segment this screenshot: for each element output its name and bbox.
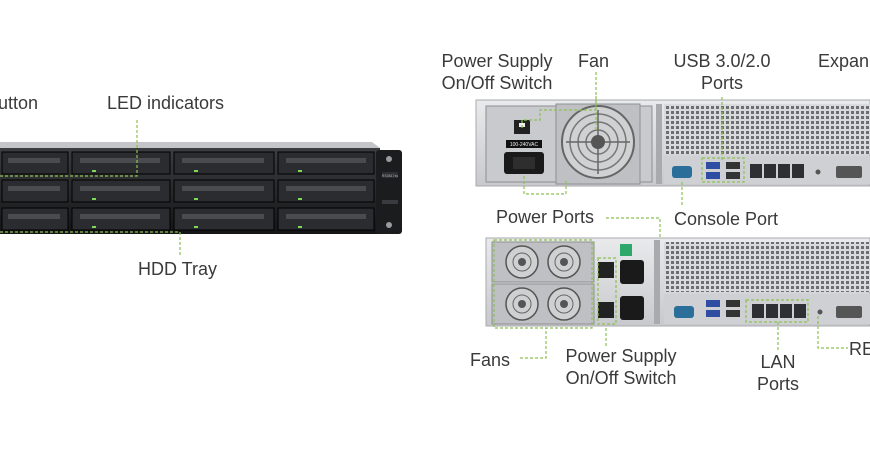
reset-button-bottom [817,309,823,315]
reset-label: RE [849,339,870,359]
expansion-port-top [836,166,862,178]
hdd-tray-callout [0,231,181,256]
fans-bottom [505,245,581,321]
usb-ports-bottom [706,300,740,317]
lan-ports-top [750,164,804,178]
usb-callout-box [701,157,745,183]
power-switch-bottom-1 [598,262,614,278]
rear-vent-bottom [664,242,870,292]
reset-button-top [815,169,821,175]
rear-chassis-top: 100-240VAC [475,99,870,187]
console-port-top [672,166,692,178]
console-port-bottom [674,306,694,318]
front-model-badge [382,172,398,178]
hdd-tray-label: HDD Tray [138,259,218,279]
led-indicators-label: LED indicators [107,93,225,113]
psu-switch-bottom-box [597,257,617,325]
expansion-label: Expan [818,51,870,71]
psu-switch-top-line1: Power Supply [441,51,553,71]
fans-callout [520,328,547,359]
usb-ports-top [706,162,740,179]
console-port-label: Console Port [674,209,779,229]
psu-switch-bottom-label: Power Supply On/Off Switch [552,345,690,389]
psu-switch-bottom-line2: On/Off Switch [565,368,677,388]
psu-switch-top-callout [521,96,597,128]
led-callout [0,118,138,177]
lan-line2: Ports [756,374,799,394]
psu-rating-text: 100-240VAC [510,142,539,148]
rear-chassis-bottom [485,237,870,327]
usb-line2: Ports [700,73,743,93]
power-port-bottom-2 [620,296,644,320]
power-port-top-callout [523,176,567,195]
usb-line1: USB 3.0/2.0 [673,51,771,71]
power-switch-bottom-2 [598,302,614,318]
power-ports-label: Power Ports [496,207,595,227]
reset-callout [817,316,848,349]
fans-label: Fans [470,350,511,370]
front-model-text: RS3617xs [382,174,398,178]
psu-switch-top-label: Power Supply On/Off Switch [432,50,562,94]
front-button [382,200,398,204]
lan-line1: LAN [760,352,796,372]
led-indicators [92,170,302,228]
expansion-port-bottom [836,306,862,318]
hdd-trays [1,151,375,231]
psu-switch-bottom-line1: Power Supply [565,346,677,366]
front-button-label: utton [0,93,39,113]
lan-ports-label: LAN Ports [748,351,808,395]
fan-label: Fan [578,51,610,71]
rear-vent-top [664,104,870,154]
fans-callout-box [493,239,593,329]
psu-switch-top-line2: On/Off Switch [441,73,553,93]
power-port-bottom-1 [620,260,644,284]
usb-ports-label: USB 3.0/2.0 Ports [666,50,778,94]
lan-callout-box [745,299,809,323]
lan-ports-bottom [752,304,806,318]
